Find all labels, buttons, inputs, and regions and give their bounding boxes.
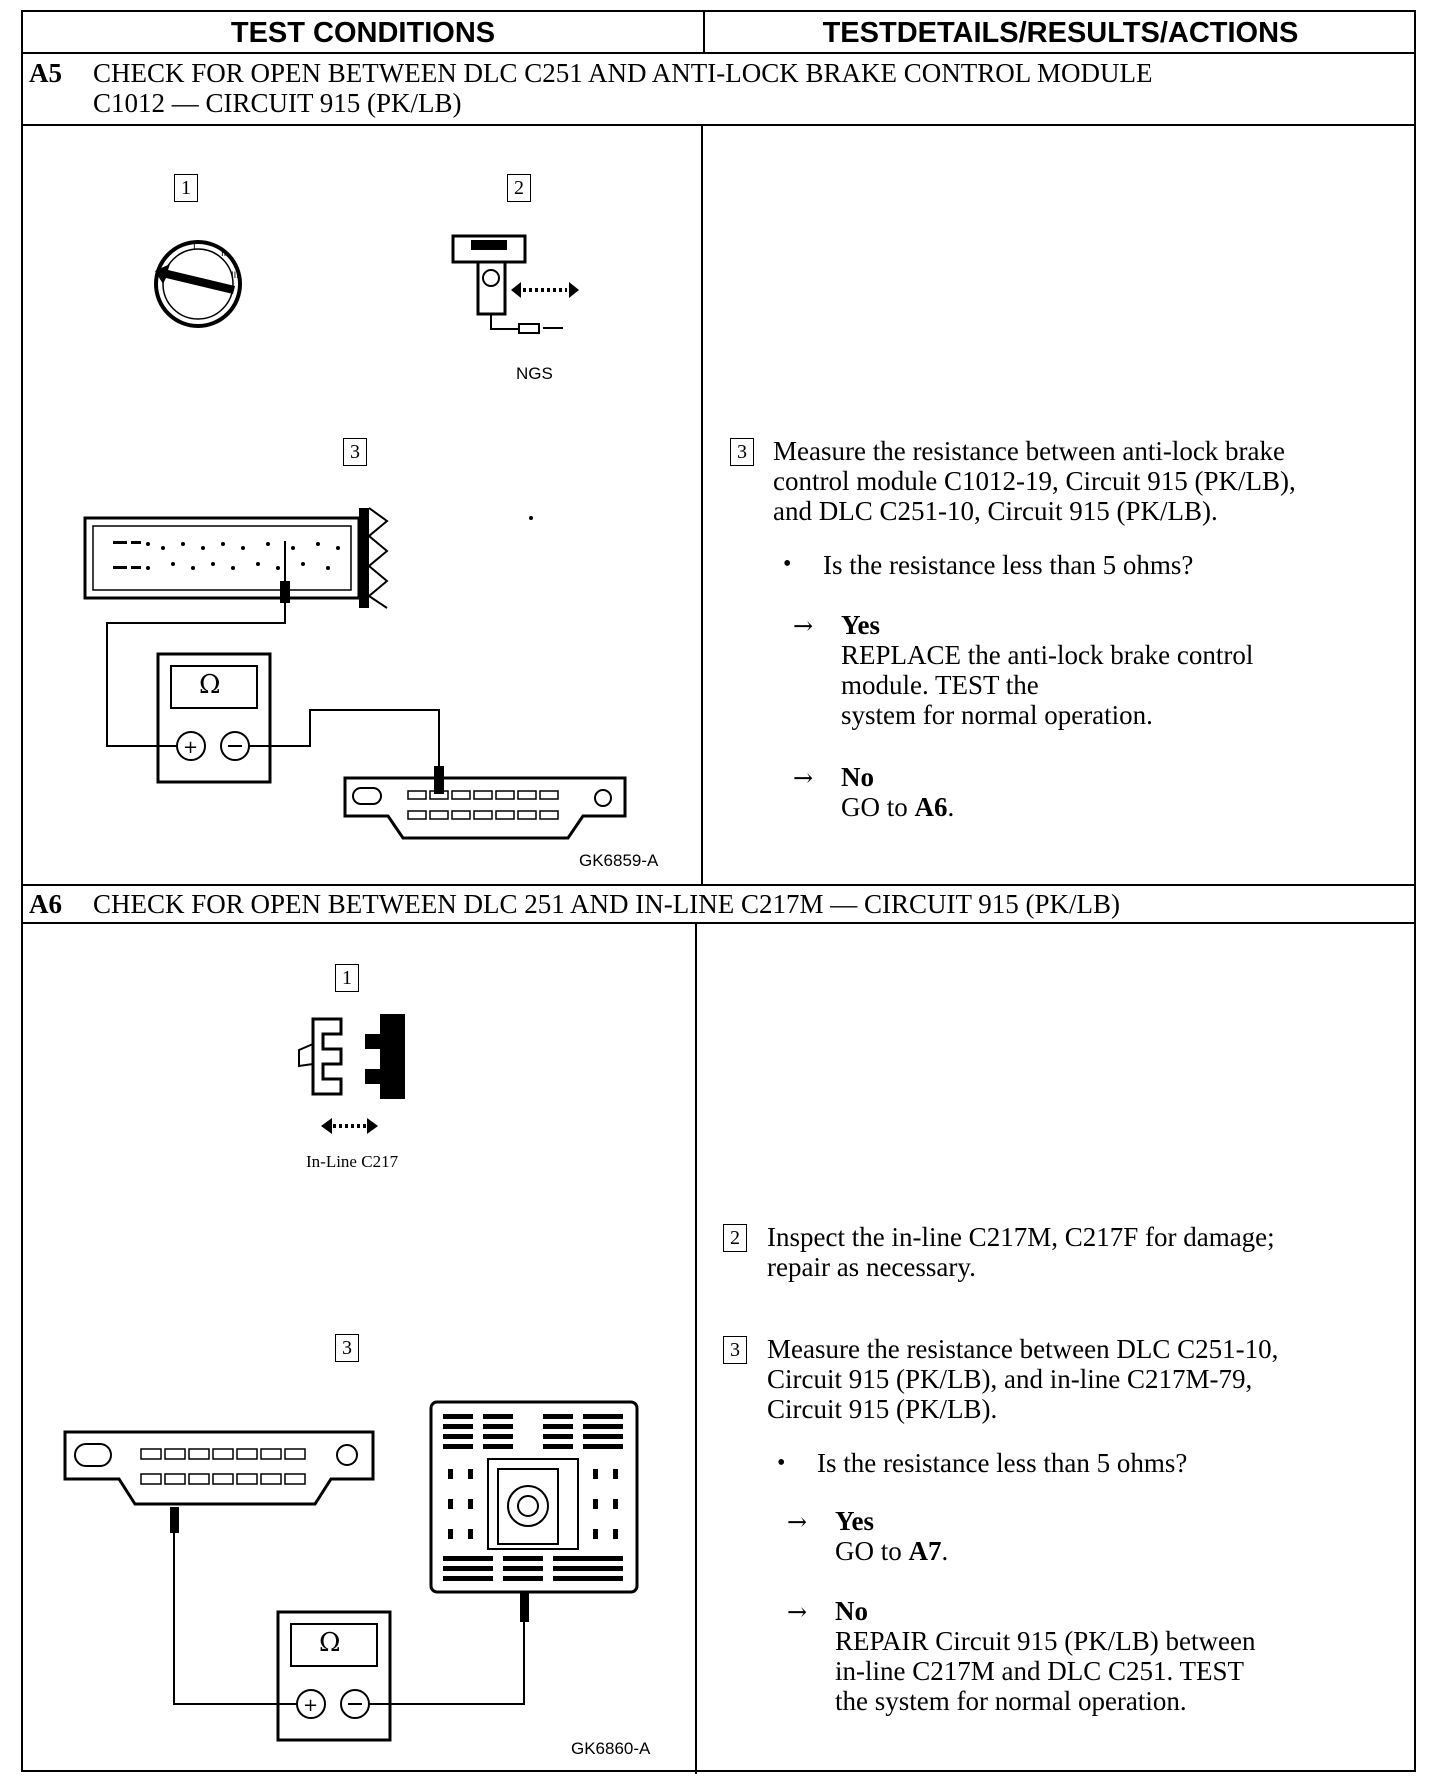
fig-a6-step-1-box: 1 xyxy=(335,964,359,992)
a5-diagram: 0 I II III xyxy=(83,234,627,840)
bullet: • xyxy=(777,1450,786,1476)
a5-yes-line2: module. TEST the xyxy=(841,670,1039,700)
ohmmeter-icon: + xyxy=(156,652,272,784)
a5-details: 3 Measure the resistance between anti-lo… xyxy=(703,126,1416,884)
a5-no-action: GO to A6. xyxy=(841,792,954,822)
a5-no-label: No xyxy=(841,762,874,792)
header-test-details: TESTDETAILS/RESULTS/ACTIONS xyxy=(822,17,1299,49)
inline-c217-label: In-Line C217 xyxy=(306,1152,399,1171)
a5-no-target[interactable]: A6 xyxy=(914,792,948,822)
arrow-no: → xyxy=(793,764,814,792)
dlc-connector-icon xyxy=(343,776,627,840)
a6-measure-line1: Measure the resistance between DLC C251-… xyxy=(767,1334,1279,1364)
a6-measure-instruction: Measure the resistance between DLC C251-… xyxy=(767,1334,1278,1424)
a6-figure: 1 3 xyxy=(23,924,695,1774)
inline-connector-icon xyxy=(298,1014,405,1134)
header-test-conditions: TEST CONDITIONS xyxy=(23,12,705,52)
a6-yes-end: . xyxy=(941,1536,949,1566)
a5-column-divider xyxy=(701,126,703,884)
ohm-symbol: Ω xyxy=(319,1628,341,1658)
fig-step-3-box: 3 xyxy=(343,438,367,466)
a6-yes-target[interactable]: A7 xyxy=(908,1536,942,1566)
abs-module-connector-icon xyxy=(83,507,389,609)
table-header: TEST CONDITIONS TESTDETAILS/RESULTS/ACTI… xyxy=(23,12,1414,54)
step-a6-title: A6 CHECK FOR OPEN BETWEEN DLC 251 AND IN… xyxy=(23,884,1414,924)
a6-column-divider xyxy=(695,924,697,1774)
a6-yes-label: Yes xyxy=(835,1506,874,1536)
step-a5-heading-line1: CHECK FOR OPEN BETWEEN DLC C251 AND ANTI… xyxy=(93,58,1153,88)
a6-question: Is the resistance less than 5 ohms? xyxy=(817,1448,1188,1478)
a5-yes-result: Yes REPLACE the anti-lock brake control … xyxy=(841,610,1253,730)
a6-inspect-instruction: Inspect the in-line C217M, C217F for dam… xyxy=(767,1222,1275,1282)
step-a6-heading: CHECK FOR OPEN BETWEEN DLC 251 AND IN-LI… xyxy=(93,889,1120,919)
a5-measure-line1: Measure the resistance between anti-lock… xyxy=(773,436,1286,466)
arrow-no: → xyxy=(787,1598,808,1626)
a5-measure-instruction: Measure the resistance between anti-lock… xyxy=(773,436,1296,526)
figure-code-a5: GK6859-A xyxy=(579,851,659,870)
a5-no-end: . xyxy=(947,792,955,822)
arrow-yes: → xyxy=(787,1508,808,1536)
a5-no-result: No GO to A6. xyxy=(841,762,954,822)
ngs-label: NGS xyxy=(516,364,553,383)
details-step-3-box: 3 xyxy=(730,438,754,466)
svg-text:III: III xyxy=(231,271,239,281)
a6-yes-action: GO to A7. xyxy=(835,1536,948,1566)
bullet: • xyxy=(783,551,792,577)
svg-text:+: + xyxy=(183,737,198,758)
a6-details: 2 Inspect the in-line C217M, C217F for d… xyxy=(697,924,1416,1774)
a5-yes-line1: REPLACE the anti-lock brake control xyxy=(841,640,1254,670)
a5-question: Is the resistance less than 5 ohms? xyxy=(823,550,1194,580)
a6-measure-line2: Circuit 915 (PK/LB), and in-line C217M-7… xyxy=(767,1364,1253,1394)
diagnostic-table: TEST CONDITIONS TESTDETAILS/RESULTS/ACTI… xyxy=(21,10,1416,1774)
ignition-switch-icon: 0 I II III xyxy=(154,240,242,328)
a5-no-text: GO to xyxy=(841,792,915,822)
ohm-symbol: Ω xyxy=(199,670,221,700)
step-a5-id: A5 xyxy=(29,58,62,88)
a5-measure-line3: and DLC C251-10, Circuit 915 (PK/LB). xyxy=(773,496,1218,526)
svg-text:+: + xyxy=(303,1695,318,1716)
a6-measure-line3: Circuit 915 (PK/LB). xyxy=(767,1394,998,1424)
arrow-yes: → xyxy=(793,612,814,640)
a6-no-label: No xyxy=(835,1596,868,1626)
details-a6-step-2-box: 2 xyxy=(723,1224,747,1252)
a6-yes-text: GO to xyxy=(835,1536,909,1566)
svg-text:0: 0 xyxy=(156,267,162,277)
a5-measure-line2: control module C1012-19, Circuit 915 (PK… xyxy=(773,466,1296,496)
a5-yes-line3: system for normal operation. xyxy=(841,700,1153,730)
svg-text:I: I xyxy=(193,242,196,252)
step-a6-id: A6 xyxy=(29,889,62,919)
a6-yes-result: Yes GO to A7. xyxy=(835,1506,948,1566)
step-a5-heading: CHECK FOR OPEN BETWEEN DLC C251 AND ANTI… xyxy=(93,58,1393,118)
ngs-tester-icon xyxy=(451,234,579,334)
fig-step-1-box: 1 xyxy=(174,174,198,202)
dlc-connector-icon xyxy=(63,1430,375,1506)
a6-no-line2: in-line C217M and DLC C251. TEST xyxy=(835,1656,1244,1686)
details-a6-step-3-box: 3 xyxy=(723,1336,747,1364)
step-a5-heading-line2: C1012 — CIRCUIT 915 (PK/LB) xyxy=(93,88,462,118)
a6-inspect-line1: Inspect the in-line C217M, C217F for dam… xyxy=(767,1222,1275,1252)
a5-figure: 1 2 3 0 I II III xyxy=(23,126,701,884)
svg-text:II: II xyxy=(221,249,226,259)
figure-code-a6: GK6860-A xyxy=(571,1739,651,1758)
a6-no-line1: REPAIR Circuit 915 (PK/LB) between xyxy=(835,1626,1256,1656)
fig-a6-step-3-box: 3 xyxy=(335,1334,359,1362)
a6-diagram: + xyxy=(63,1014,639,1742)
c217-connector-icon xyxy=(429,1400,639,1594)
a6-no-line3: the system for normal operation. xyxy=(835,1686,1187,1716)
a5-yes-label: Yes xyxy=(841,610,880,640)
fig-step-2-box: 2 xyxy=(507,174,531,202)
a6-no-result: No REPAIR Circuit 915 (PK/LB) between in… xyxy=(835,1596,1255,1716)
step-a5-title: A5 CHECK FOR OPEN BETWEEN DLC C251 AND A… xyxy=(23,54,1414,126)
a6-inspect-line2: repair as necessary. xyxy=(767,1252,976,1282)
